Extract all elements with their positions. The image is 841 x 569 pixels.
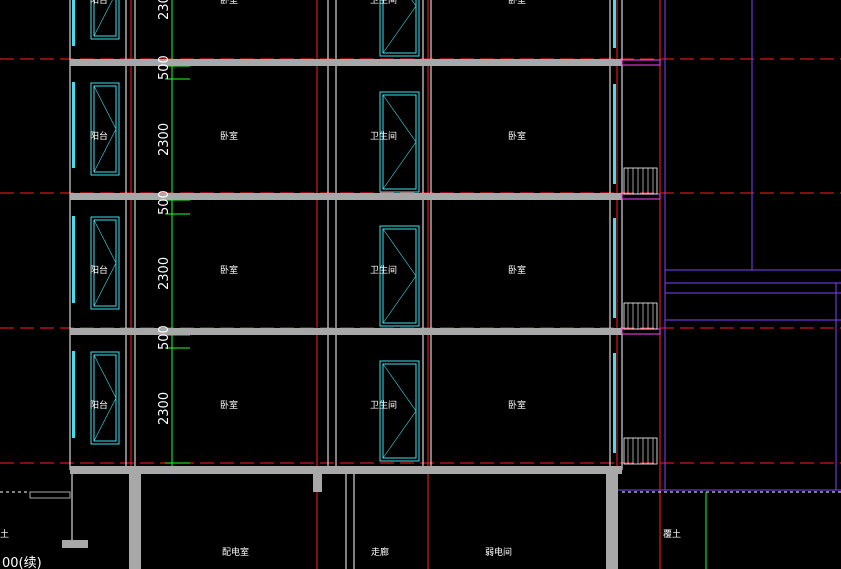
floor-slab [70, 59, 622, 66]
floor-1: 阳台 卧室 卫生间 卧室 2300 500 [70, 325, 661, 465]
ground-slab [70, 466, 622, 474]
floors-layer: 阳台卧室卫生间卧室2300500阳台卧室卫生间卧室2300500阳台卧室卫生间卧… [70, 0, 661, 465]
room-label-balcony: 阳台 [90, 130, 108, 142]
exterior-glass [613, 353, 616, 453]
room-label-bedroom-2: 卧室 [508, 130, 526, 142]
purple-outline [610, 0, 841, 491]
balcony-door-inner [93, 0, 117, 37]
room-label-distribution: 配电室 [222, 546, 249, 558]
room-label-bathroom: 卫生间 [370, 399, 397, 411]
balcony-glass [72, 82, 75, 168]
balcony-glass [72, 351, 75, 438]
room-label-balcony: 阳台 [90, 0, 108, 6]
balcony-door-inner [93, 354, 117, 442]
dimension-height: 2300 [157, 123, 172, 156]
balcony-door-inner [93, 85, 117, 173]
exterior-glass [613, 84, 616, 184]
exterior-glass [613, 0, 616, 48]
dimension-height: 2300 [157, 392, 172, 425]
room-label-bathroom: 卫生间 [370, 264, 397, 276]
left-soil-label: 土 [0, 528, 9, 540]
dimension-sill: 500 [157, 190, 172, 215]
bathroom-door-inner [382, 94, 417, 190]
floor-2: 阳台 卧室 卫生间 卧室 2300 500 [70, 190, 661, 330]
balcony-edge [621, 59, 661, 66]
dimension-height: 2300 [157, 0, 172, 20]
room-label-bedroom: 卧室 [220, 130, 238, 142]
room-label-bedroom: 卧室 [220, 399, 238, 411]
vertical-axis-lines [130, 0, 661, 569]
walls [69, 0, 623, 470]
ground-column-right [606, 474, 618, 569]
bathroom-door [379, 360, 420, 462]
room-label-balcony: 阳台 [90, 399, 108, 411]
ground-beam [313, 474, 322, 492]
dimension-sill: 500 [157, 325, 172, 350]
balcony-glass [72, 0, 75, 46]
ground-structure: 配电室 走廊 弱电间 覆土 土 00(续) [0, 466, 841, 569]
room-label-bedroom: 卧室 [220, 0, 238, 6]
balcony-railing [623, 437, 658, 465]
balcony-door [90, 82, 120, 176]
room-label-bedroom-2: 卧室 [508, 264, 526, 276]
balcony-edge [621, 193, 661, 200]
bathroom-door [379, 225, 420, 327]
floor-4: 阳台 卧室 卫生间 卧室 2300 [72, 0, 616, 57]
balcony-edge [621, 328, 661, 335]
bathroom-door-inner [382, 363, 417, 459]
room-label-bathroom: 卫生间 [370, 130, 397, 142]
bathroom-door-inner [382, 0, 417, 54]
soil-label: 覆土 [663, 528, 681, 540]
room-label-bedroom-2: 卧室 [508, 399, 526, 411]
door-swing [93, 354, 117, 442]
balcony-door [90, 216, 120, 310]
exterior-glass [613, 218, 616, 318]
bathroom-door-swing [382, 94, 417, 190]
bathroom-door [379, 0, 420, 57]
balcony-railing [623, 302, 658, 330]
balcony-door-inner [93, 219, 117, 307]
room-label-bedroom: 卧室 [220, 264, 238, 276]
door-swing [93, 85, 117, 173]
room-label-weak-current: 弱电间 [485, 546, 512, 558]
room-label-bedroom-2: 卧室 [508, 0, 526, 6]
dimension-height: 2300 [157, 257, 172, 290]
floor-3: 阳台 卧室 卫生间 卧室 2300 500 [70, 55, 661, 195]
balcony-door [90, 0, 120, 40]
floor-slab [70, 328, 622, 335]
balcony-railing [623, 167, 658, 195]
ground-column-left [129, 474, 141, 569]
bathroom-door [379, 91, 420, 193]
room-label-corridor: 走廊 [371, 546, 389, 558]
bathroom-door-swing [382, 228, 417, 324]
floor-slab [70, 193, 622, 200]
bottom-note: 00(续) [2, 556, 42, 569]
footing [62, 540, 88, 548]
bathroom-door-swing [382, 0, 417, 54]
balcony-glass [72, 216, 75, 303]
door-swing [93, 219, 117, 307]
grade-step [29, 491, 71, 499]
bathroom-door-inner [382, 228, 417, 324]
balcony-door [90, 351, 120, 445]
bathroom-door-swing [382, 363, 417, 459]
room-label-bathroom: 卫生间 [370, 0, 397, 6]
dimension-sill: 500 [157, 55, 172, 80]
door-swing [93, 0, 113, 37]
room-label-balcony: 阳台 [90, 264, 108, 276]
